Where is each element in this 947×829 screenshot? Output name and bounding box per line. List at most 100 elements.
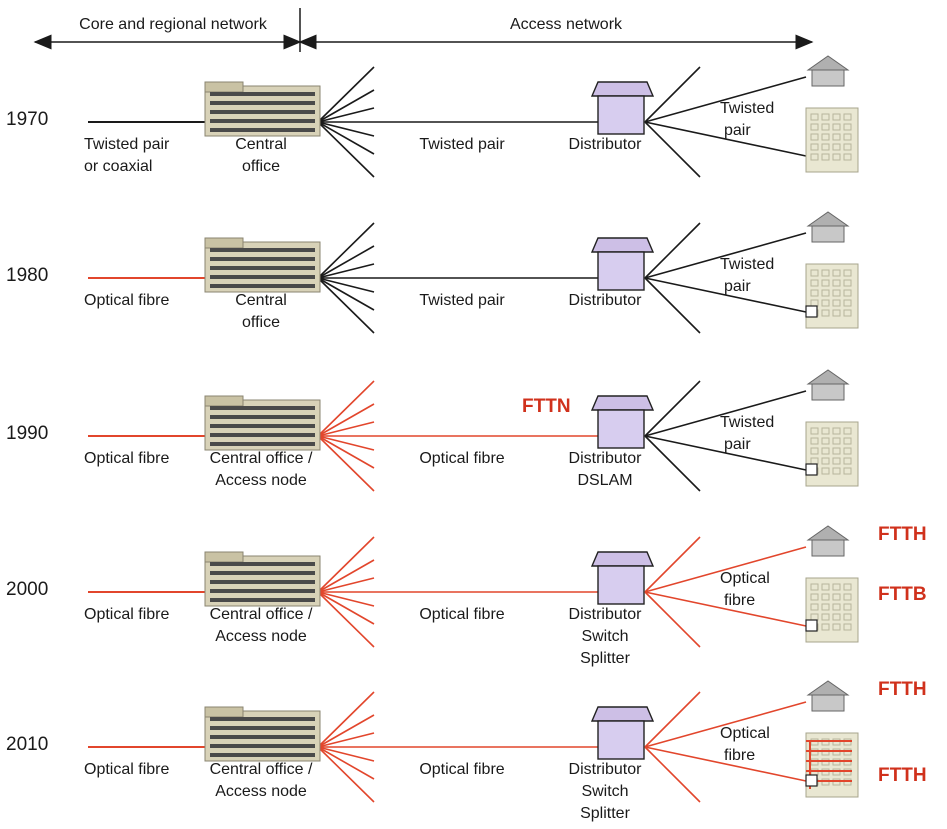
apartment-window bbox=[832, 133, 841, 141]
year-label: 2000 bbox=[6, 579, 49, 600]
apartment-window bbox=[832, 309, 841, 317]
apartment-window bbox=[843, 593, 852, 601]
ftth-tag: FTTH bbox=[878, 679, 927, 700]
office-label: office bbox=[242, 158, 280, 175]
fanout-line bbox=[317, 559, 375, 593]
distributor-cabinet-icon bbox=[590, 395, 655, 449]
house-walls bbox=[811, 69, 845, 87]
office-label: Access node bbox=[215, 472, 307, 489]
fanout-line bbox=[317, 435, 375, 451]
office-label: Central bbox=[235, 136, 287, 153]
apartment-window bbox=[843, 309, 852, 317]
apartment-window bbox=[821, 299, 830, 307]
apartment-window bbox=[843, 467, 852, 475]
apartment-window bbox=[810, 143, 819, 151]
building-window-row bbox=[210, 580, 315, 584]
drop-line bbox=[644, 435, 701, 492]
feeder-label: Twisted pair bbox=[84, 136, 170, 153]
apartment-window bbox=[821, 113, 830, 121]
drop-line bbox=[644, 232, 807, 279]
fanout-line bbox=[317, 421, 375, 437]
apartment-window bbox=[832, 143, 841, 151]
ftth-tag: FTTH bbox=[878, 524, 927, 545]
apartment-window bbox=[810, 583, 819, 591]
house-walls bbox=[811, 539, 845, 557]
apartment-window bbox=[821, 593, 830, 601]
row-2000 bbox=[88, 525, 859, 648]
year-label: 1990 bbox=[6, 423, 49, 444]
fanout-line bbox=[317, 403, 375, 437]
house-walls bbox=[811, 225, 845, 243]
apartment-window bbox=[832, 437, 841, 445]
house-roof bbox=[806, 680, 850, 696]
drop-label: Twisted bbox=[720, 256, 775, 273]
building-window-row bbox=[210, 562, 315, 566]
fanout-line bbox=[317, 714, 375, 748]
feeder-label: Optical fibre bbox=[84, 761, 170, 778]
cabinet-lid bbox=[590, 706, 655, 722]
apartment-window bbox=[821, 269, 830, 277]
drop-line bbox=[644, 121, 701, 178]
building-roof bbox=[204, 81, 244, 93]
building-window-row bbox=[210, 128, 315, 132]
house-walls bbox=[811, 694, 845, 712]
apartment-window bbox=[843, 447, 852, 455]
apartment-window bbox=[821, 437, 830, 445]
building-terminal-box bbox=[805, 305, 818, 318]
fanout-line bbox=[317, 591, 375, 625]
fanout-line bbox=[317, 121, 375, 155]
cabinet-body bbox=[597, 565, 645, 605]
fttb-tag: FTTB bbox=[878, 584, 927, 605]
cabinet-lid bbox=[590, 237, 655, 253]
cabinet-lid bbox=[590, 395, 655, 411]
apartment-window bbox=[832, 447, 841, 455]
fanout-line bbox=[317, 691, 375, 748]
drop-label: Optical bbox=[720, 570, 770, 587]
building-window-row bbox=[210, 92, 315, 96]
apartment-window bbox=[832, 299, 841, 307]
distributor-label: Splitter bbox=[580, 650, 630, 667]
apartment-window bbox=[821, 289, 830, 297]
house-roof bbox=[806, 55, 850, 71]
drop-line bbox=[644, 390, 807, 437]
apartment-building-icon bbox=[805, 577, 859, 643]
apartment-window bbox=[810, 279, 819, 287]
office-label: Central office / bbox=[209, 606, 313, 623]
apartment-window bbox=[821, 613, 830, 621]
cabinet-body bbox=[597, 409, 645, 449]
apartment-window bbox=[843, 143, 852, 151]
fanout-line bbox=[317, 577, 375, 593]
building-window-row bbox=[210, 284, 315, 288]
header-arrows bbox=[33, 8, 814, 52]
drop-line bbox=[644, 536, 701, 593]
drop-line bbox=[644, 591, 701, 648]
apartment-window bbox=[832, 583, 841, 591]
building-roof bbox=[204, 706, 244, 718]
building-window-row bbox=[210, 248, 315, 252]
fanout-line bbox=[317, 245, 375, 279]
house-icon bbox=[806, 211, 850, 243]
drop-line bbox=[644, 380, 701, 437]
fanout-line bbox=[317, 277, 375, 334]
apartment-window bbox=[810, 153, 819, 161]
apartment-window bbox=[832, 593, 841, 601]
apartment-window bbox=[821, 457, 830, 465]
drop-label: Twisted bbox=[720, 414, 775, 431]
building-terminal-box bbox=[805, 774, 818, 787]
apartment-window bbox=[810, 133, 819, 141]
distributor-label: Distributor bbox=[568, 136, 642, 153]
house-icon bbox=[806, 55, 850, 87]
office-label: Access node bbox=[215, 783, 307, 800]
apartment-window bbox=[843, 603, 852, 611]
row-1970 bbox=[88, 55, 859, 178]
distributor-label: Distributor bbox=[568, 761, 642, 778]
distributor-cabinet-icon bbox=[590, 551, 655, 605]
drop-label: Twisted bbox=[720, 100, 775, 117]
apartment-window bbox=[843, 133, 852, 141]
trunk-label: Optical fibre bbox=[419, 450, 505, 467]
office-label: Central bbox=[235, 292, 287, 309]
apartment-window bbox=[832, 603, 841, 611]
fanout-line bbox=[317, 380, 375, 437]
building-window-row bbox=[210, 275, 315, 279]
central-office-icon bbox=[204, 395, 321, 451]
